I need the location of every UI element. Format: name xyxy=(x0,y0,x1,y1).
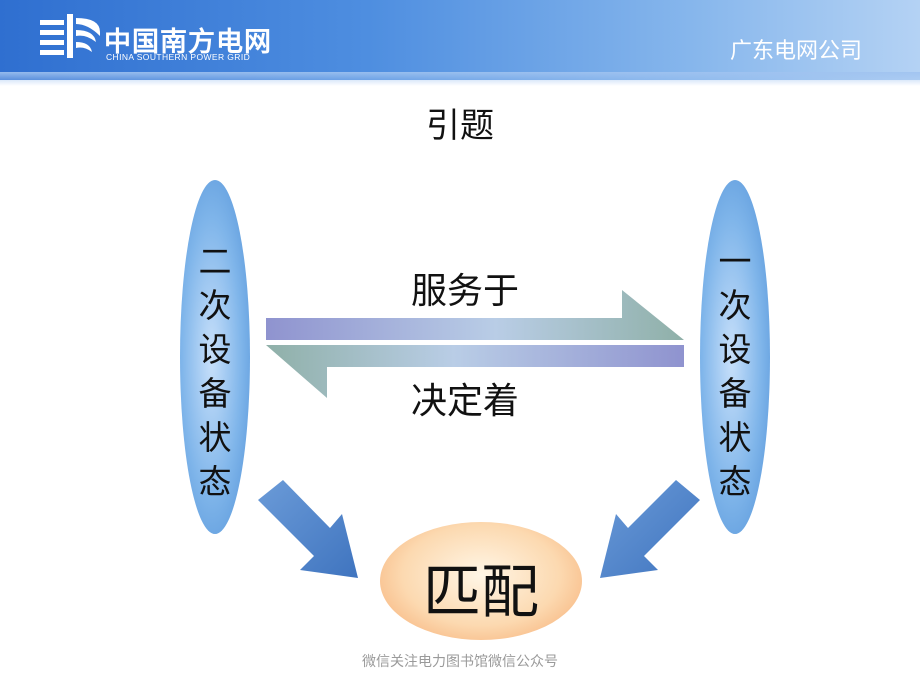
company-name: 广东电网公司 xyxy=(729,39,862,64)
left-oval-label: 二次设备状态 xyxy=(198,242,232,501)
right-oval xyxy=(700,180,770,534)
footer-note: 微信关注电力图书馆微信公众号 xyxy=(362,654,558,670)
down-left-arrow-icon xyxy=(600,480,700,578)
brand-name-en: CHINA SOUTHERN POWER GRID xyxy=(106,52,251,62)
match-label: 匹配 xyxy=(422,558,539,626)
slide-title: 引题 xyxy=(426,106,494,146)
arrow-right-label: 服务于 xyxy=(410,271,519,312)
left-oval xyxy=(180,180,250,534)
brand-name-cn: 中国南方电网 xyxy=(104,27,272,58)
double-arrow-icon xyxy=(266,290,684,398)
grid-logo-icon xyxy=(40,14,100,58)
header-bar xyxy=(0,0,920,80)
arrow-left-label: 决定着 xyxy=(410,381,519,422)
match-oval xyxy=(380,522,582,640)
down-right-arrow-icon xyxy=(258,480,358,578)
right-oval-label: 一次设备状态 xyxy=(718,242,752,501)
header-fade xyxy=(0,72,920,86)
